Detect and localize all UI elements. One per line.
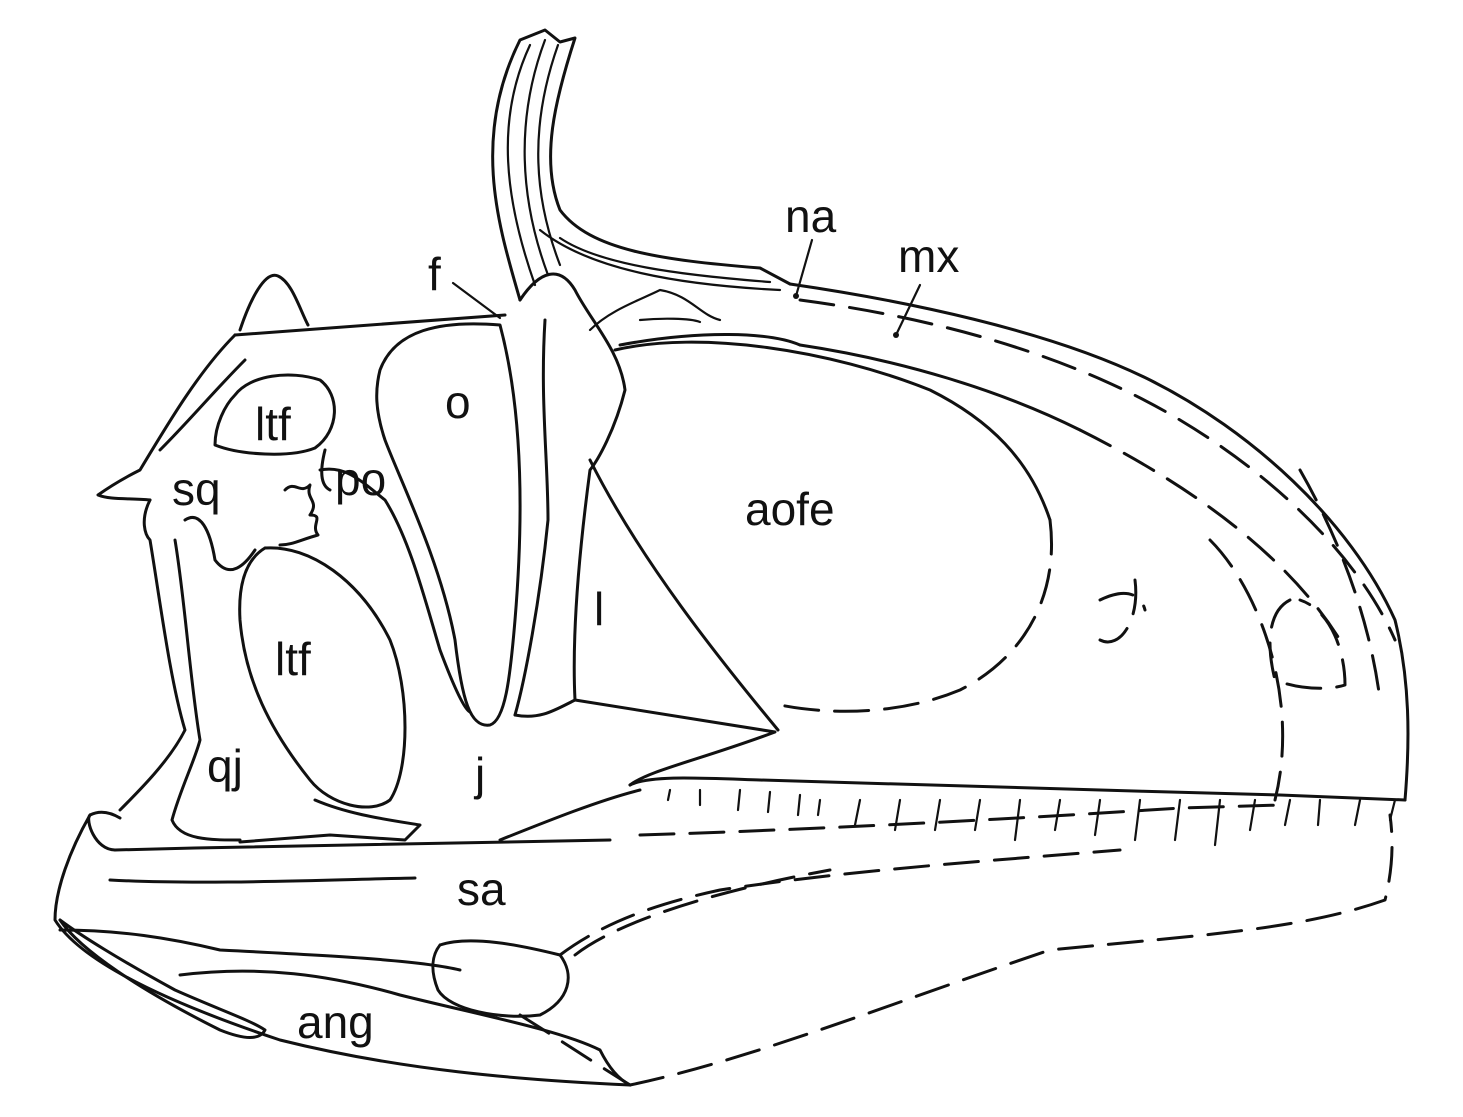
label-ltf-upper: ltf: [255, 398, 291, 450]
label-na: na: [785, 190, 837, 242]
antorbital-fenestra: [588, 340, 1053, 732]
leader-lines: [451, 238, 922, 338]
label-sa: sa: [457, 863, 506, 915]
quadratojugal-region: [118, 498, 422, 844]
upper-temporal-fenestra: [158, 358, 336, 456]
label-ang: ang: [297, 996, 374, 1048]
orbit-region: [375, 272, 777, 787]
lower-temporal-fenestra: [238, 448, 472, 809]
label-ltf-lower: ltf: [275, 633, 311, 685]
label-aofe: aofe: [745, 483, 835, 535]
premaxilla-outlines: [1098, 578, 1347, 690]
label-j: j: [473, 748, 485, 800]
mandible: [53, 810, 1394, 1087]
label-l: l: [594, 583, 604, 635]
label-po: po: [335, 453, 386, 505]
skull-roof: [96, 273, 1410, 802]
jugal-maxilla: [113, 776, 1407, 852]
label-mx: mx: [898, 230, 959, 282]
label-qj: qj: [207, 740, 243, 792]
label-sq: sq: [172, 463, 221, 515]
label-f: f: [428, 248, 441, 300]
nasal-crest: [491, 28, 792, 302]
label-o: o: [445, 376, 471, 428]
labels: na mx f o ltf sq po aofe l ltf qj j sa a…: [172, 190, 959, 1048]
